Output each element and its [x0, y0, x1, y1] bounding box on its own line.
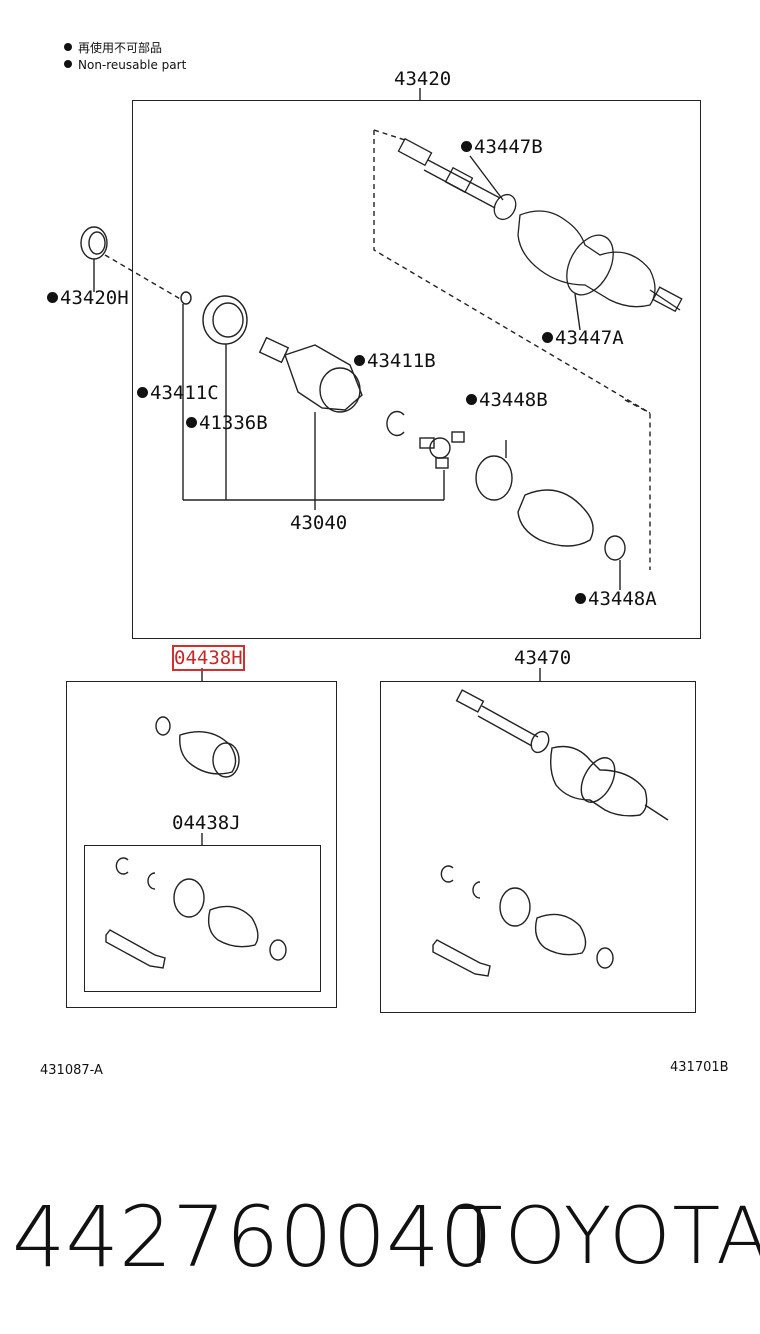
label-43040: 43040: [290, 512, 348, 534]
non-reusable-dot-icon: [186, 417, 197, 428]
alt-assembly-box: [380, 681, 696, 1013]
bullet-icon: [64, 60, 72, 68]
label-43447B: 43447B: [461, 136, 543, 158]
housing-43040: [258, 336, 363, 413]
ref-code-right: 431701B: [670, 1060, 729, 1075]
boot: [517, 489, 594, 547]
ref-code-left: 431087-A: [40, 1063, 103, 1078]
non-reusable-dot-icon: [575, 593, 586, 604]
non-reusable-dot-icon: [354, 355, 365, 366]
legend-japanese: 再使用不可部品: [64, 40, 186, 57]
main-assembly-box: [132, 100, 701, 639]
boot-kit-inner-box: [84, 845, 321, 992]
non-reusable-dot-icon: [137, 387, 148, 398]
non-reusable-dot-icon: [466, 394, 477, 405]
clamp-43448B: [475, 455, 513, 501]
ring-41336B: [202, 295, 248, 345]
drive-shaft-outer: [397, 137, 683, 313]
label-41336B: 41336B: [186, 412, 268, 434]
clamp-43448A: [604, 535, 626, 561]
label-04438H-link[interactable]: 04438H: [172, 645, 245, 671]
snap-ring-43411B: [386, 410, 405, 437]
boot-kit-box: [66, 681, 337, 1008]
label-43411C: 43411C: [137, 382, 219, 404]
part-number: 442760040: [12, 1188, 493, 1286]
label-43411B: 43411B: [354, 350, 436, 372]
legend: 再使用不可部品 Non-reusable part: [64, 40, 186, 74]
oring-43411C: [180, 291, 192, 305]
non-reusable-dot-icon: [461, 141, 472, 152]
tripod-joint: [419, 431, 465, 469]
label-43448A: 43448A: [575, 588, 657, 610]
label-04438J: 04438J: [172, 812, 241, 834]
label-43470: 43470: [514, 647, 572, 669]
non-reusable-dot-icon: [47, 292, 58, 303]
label-43448B: 43448B: [466, 389, 548, 411]
boot-kit-parts: [105, 716, 287, 969]
alt-assembly-parts: [432, 689, 669, 977]
brand-name: TOYOTA: [455, 1192, 760, 1282]
label-43420H: 43420H: [47, 287, 129, 309]
legend-english: Non-reusable part: [64, 57, 186, 74]
dashed-leader: [104, 254, 183, 301]
non-reusable-dot-icon: [542, 332, 553, 343]
label-43420: 43420: [394, 68, 452, 90]
label-43447A: 43447A: [542, 327, 624, 349]
bullet-icon: [64, 43, 72, 51]
seal-43420H: [80, 226, 108, 260]
dashed-group-outline: [373, 130, 651, 570]
